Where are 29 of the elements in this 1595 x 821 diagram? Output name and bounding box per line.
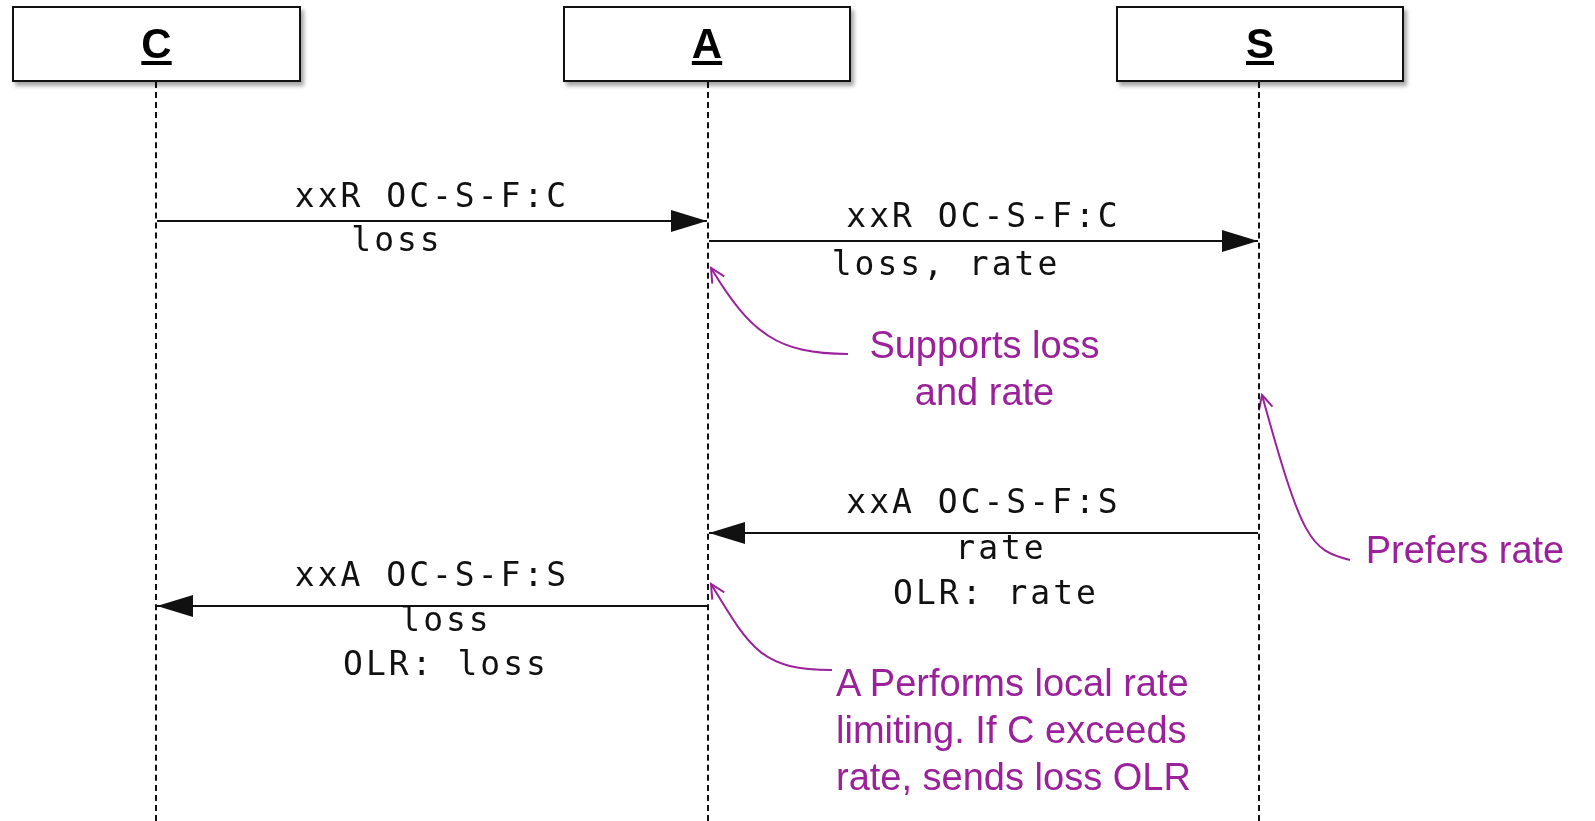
participant-box — [1116, 6, 1404, 82]
annotation-text: Supports loss and rate — [852, 322, 1117, 416]
edge-label: xxA OC-S-F:S — [846, 482, 1121, 521]
message-arrow — [708, 230, 1259, 252]
message-label: OLR: rate — [893, 573, 1099, 612]
leader-arrow — [710, 267, 849, 355]
message-arrow — [156, 595, 708, 617]
participant-name: C — [141, 20, 172, 68]
participant-name: A — [691, 20, 723, 68]
annotation-text: Prefers rate — [1354, 527, 1576, 574]
lifeline — [1258, 82, 1260, 821]
message-label: OLR: loss — [343, 644, 549, 683]
leader-arrow — [1258, 394, 1351, 561]
message-arrow — [156, 210, 708, 232]
annotation-text: A Performs local rate limiting. If C exceeds rate, sends loss OLR — [836, 660, 1242, 801]
message-label: loss — [400, 600, 492, 639]
edge-label: xxR OC-S-F:C — [294, 176, 570, 215]
message-arrow — [708, 522, 1259, 544]
participant-name: S — [1246, 20, 1274, 68]
edge-label: xxA OC-S-F:S — [294, 555, 570, 594]
edge-label: xxR OC-S-F:C — [846, 196, 1121, 235]
participant-box — [12, 6, 301, 82]
message-label: loss, rate — [831, 244, 1061, 283]
leader-arrow — [710, 583, 833, 671]
message-label: loss — [351, 220, 443, 259]
participant-box — [563, 6, 851, 82]
lifeline — [707, 82, 709, 821]
message-label: rate — [955, 528, 1047, 567]
lifeline — [155, 82, 157, 821]
